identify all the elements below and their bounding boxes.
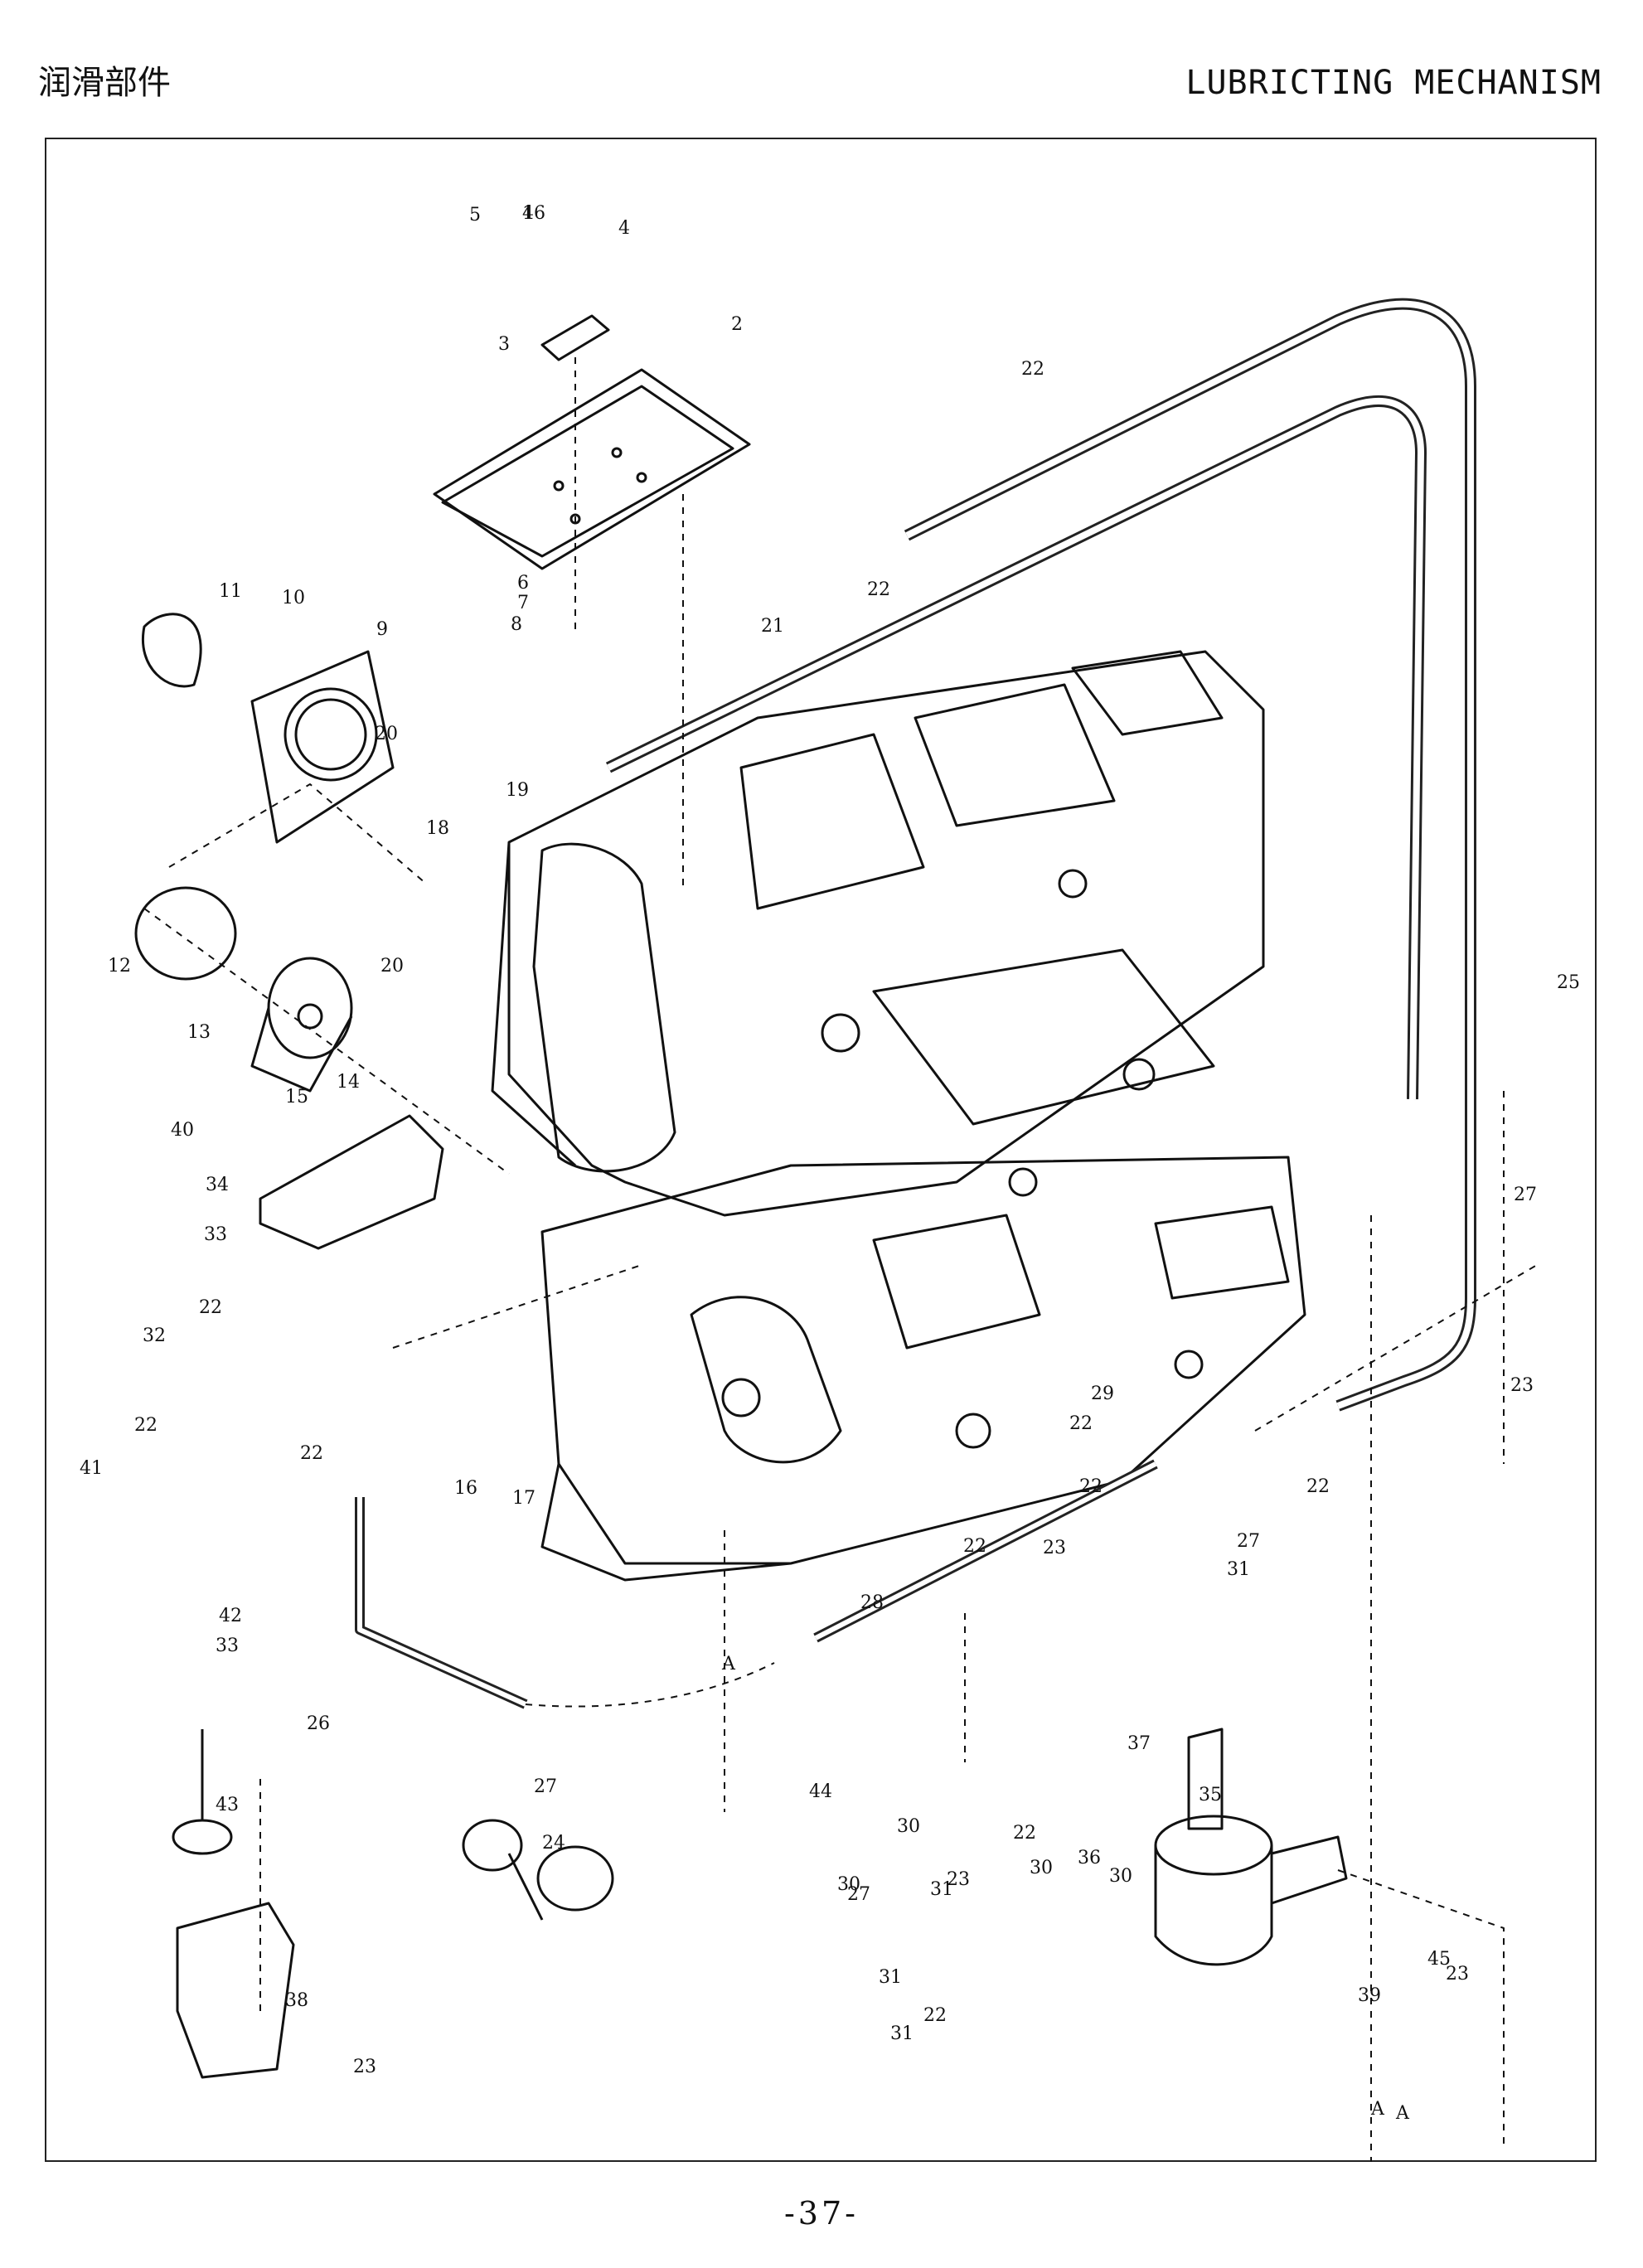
callout-4: 4: [618, 218, 630, 239]
callout-23: 23: [353, 2057, 376, 2077]
callout-22: 22: [1069, 1413, 1093, 1434]
callout-23: 23: [1510, 1375, 1534, 1396]
callout-26: 26: [307, 1713, 330, 1734]
oil-pump-assembly: [1154, 1728, 1348, 1966]
diagram-frame: [45, 138, 1597, 2162]
callout-24: 24: [542, 1833, 565, 1854]
callout-22: 22: [923, 2005, 947, 2026]
filter-element: [250, 957, 353, 1093]
machine-arm-casting: [491, 650, 1265, 1217]
callout-22: 22: [963, 1536, 986, 1557]
callout-11: 11: [219, 581, 242, 602]
callout-23: 23: [1043, 1538, 1066, 1558]
callout-22: 22: [1013, 1823, 1036, 1844]
callout-42: 42: [219, 1606, 242, 1626]
callout-33: 33: [204, 1224, 227, 1245]
callout-12: 12: [108, 956, 131, 976]
oil-filter-housing: [250, 650, 395, 844]
callout-27: 27: [847, 1884, 870, 1905]
filter-bracket-plate: [259, 1114, 444, 1250]
callout-21: 21: [761, 616, 784, 637]
section-marker-a: A: [1370, 2099, 1385, 2120]
page-title-chinese: 润滑部件: [38, 64, 171, 102]
callout-30: 30: [1030, 1858, 1053, 1878]
callout-30: 30: [837, 1874, 860, 1895]
callout-2: 2: [731, 314, 743, 335]
callout-44: 44: [809, 1781, 832, 1802]
callout-23: 23: [947, 1869, 970, 1890]
callout-38: 38: [285, 1990, 308, 2011]
callout-25: 25: [1557, 972, 1580, 993]
callout-22: 22: [1079, 1476, 1103, 1497]
callout-28: 28: [860, 1592, 884, 1613]
callout-29: 29: [1091, 1384, 1114, 1404]
callout-22: 22: [867, 579, 890, 600]
callout-31: 31: [879, 1967, 902, 1988]
callout-45: 45: [1427, 1949, 1451, 1970]
callout-22: 22: [199, 1297, 222, 1318]
callout-33: 33: [216, 1636, 239, 1656]
callout-18: 18: [426, 818, 449, 839]
callout-31: 31: [930, 1879, 953, 1900]
callout-22: 22: [300, 1443, 323, 1464]
machine-base-casting: [540, 1156, 1306, 1582]
callout-43: 43: [216, 1795, 239, 1815]
small-bracket-plate: [540, 314, 610, 361]
callout-30: 30: [1109, 1866, 1132, 1887]
callout-41: 41: [80, 1458, 103, 1479]
callout-20: 20: [380, 956, 404, 976]
callout-27: 27: [1237, 1531, 1260, 1552]
callout-34: 34: [206, 1175, 229, 1195]
callout-36: 36: [1078, 1848, 1101, 1868]
section-marker-a: A: [721, 1654, 736, 1674]
callout-39: 39: [1358, 1985, 1381, 2006]
callout-14: 14: [337, 1072, 360, 1093]
page-number: -37-: [783, 2195, 860, 2232]
filter-cap: [142, 613, 202, 688]
callout-32: 32: [143, 1325, 166, 1346]
callout-19: 19: [506, 780, 529, 801]
callout-9: 9: [376, 619, 388, 640]
oil-pipe-inner-loop: [605, 395, 1427, 1100]
callout-22: 22: [1021, 359, 1044, 380]
callout-31: 31: [890, 2023, 914, 2044]
callout-22: 22: [1306, 1476, 1330, 1497]
callout-10: 10: [282, 588, 305, 608]
oil-cup-25: [507, 1845, 614, 1921]
o-ring-12: [134, 886, 237, 981]
callout-30: 30: [897, 1816, 920, 1837]
callout-46: 46: [522, 203, 545, 224]
callout-31: 31: [1227, 1559, 1250, 1580]
callout-40: 40: [171, 1120, 194, 1141]
callout-27: 27: [1514, 1185, 1537, 1205]
callout-22: 22: [134, 1415, 158, 1436]
callout-27: 27: [534, 1776, 557, 1797]
callout-23: 23: [1446, 1964, 1469, 1984]
o-ring-29: [462, 1819, 523, 1872]
oil-tank-cover-plate: [433, 368, 751, 570]
callout-17: 17: [512, 1488, 536, 1509]
callout-8: 8: [511, 614, 522, 635]
callout-15: 15: [285, 1087, 308, 1107]
oil-tank-assembly: [172, 1729, 295, 2079]
exploded-parts-diagram: 1234567891011121314151617181920202122222…: [80, 203, 1580, 2162]
callout-16: 16: [454, 1478, 477, 1499]
callout-35: 35: [1199, 1785, 1222, 1805]
callout-5: 5: [469, 205, 481, 225]
callout-6: 6: [517, 573, 529, 594]
callout-7: 7: [517, 593, 529, 613]
page-title-english: LUBRICTING MECHANISM: [1185, 64, 1602, 102]
callout-20: 20: [375, 724, 398, 744]
oil-pipe-long-loop: [904, 298, 1476, 1412]
callout-37: 37: [1127, 1733, 1151, 1754]
oil-pipe-33-bent: [355, 1497, 528, 1709]
callout-1: 1: [522, 203, 534, 224]
callout-3: 3: [498, 334, 510, 355]
callout-13: 13: [187, 1022, 211, 1043]
section-marker-a: A: [1395, 2103, 1410, 2124]
